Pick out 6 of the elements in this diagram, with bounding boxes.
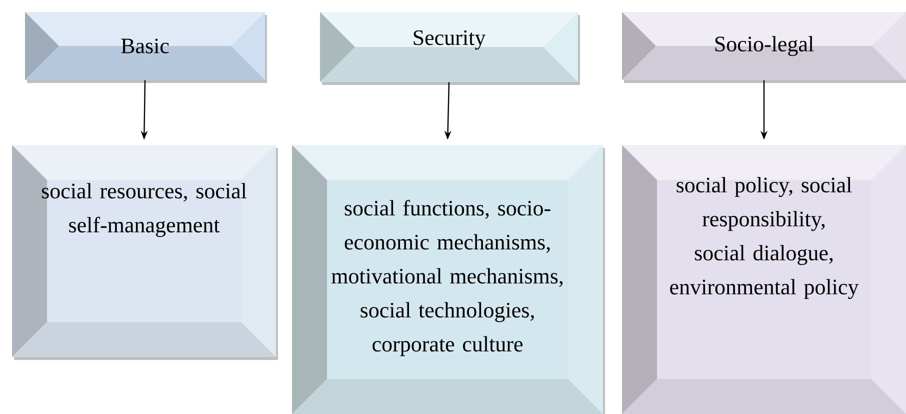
header-box: Security bbox=[320, 12, 580, 85]
header-box: Basic bbox=[25, 12, 267, 83]
content-box: social policy, social responsibility, social dialogue, environmental policy bbox=[622, 145, 906, 414]
header-box: Socio-legal bbox=[622, 12, 906, 83]
content-box: social resources, social self-management bbox=[12, 145, 278, 360]
content-box: social functions, socio-economic mechanisms, motivational mechanisms, social technologies, corporate culture bbox=[292, 145, 605, 414]
